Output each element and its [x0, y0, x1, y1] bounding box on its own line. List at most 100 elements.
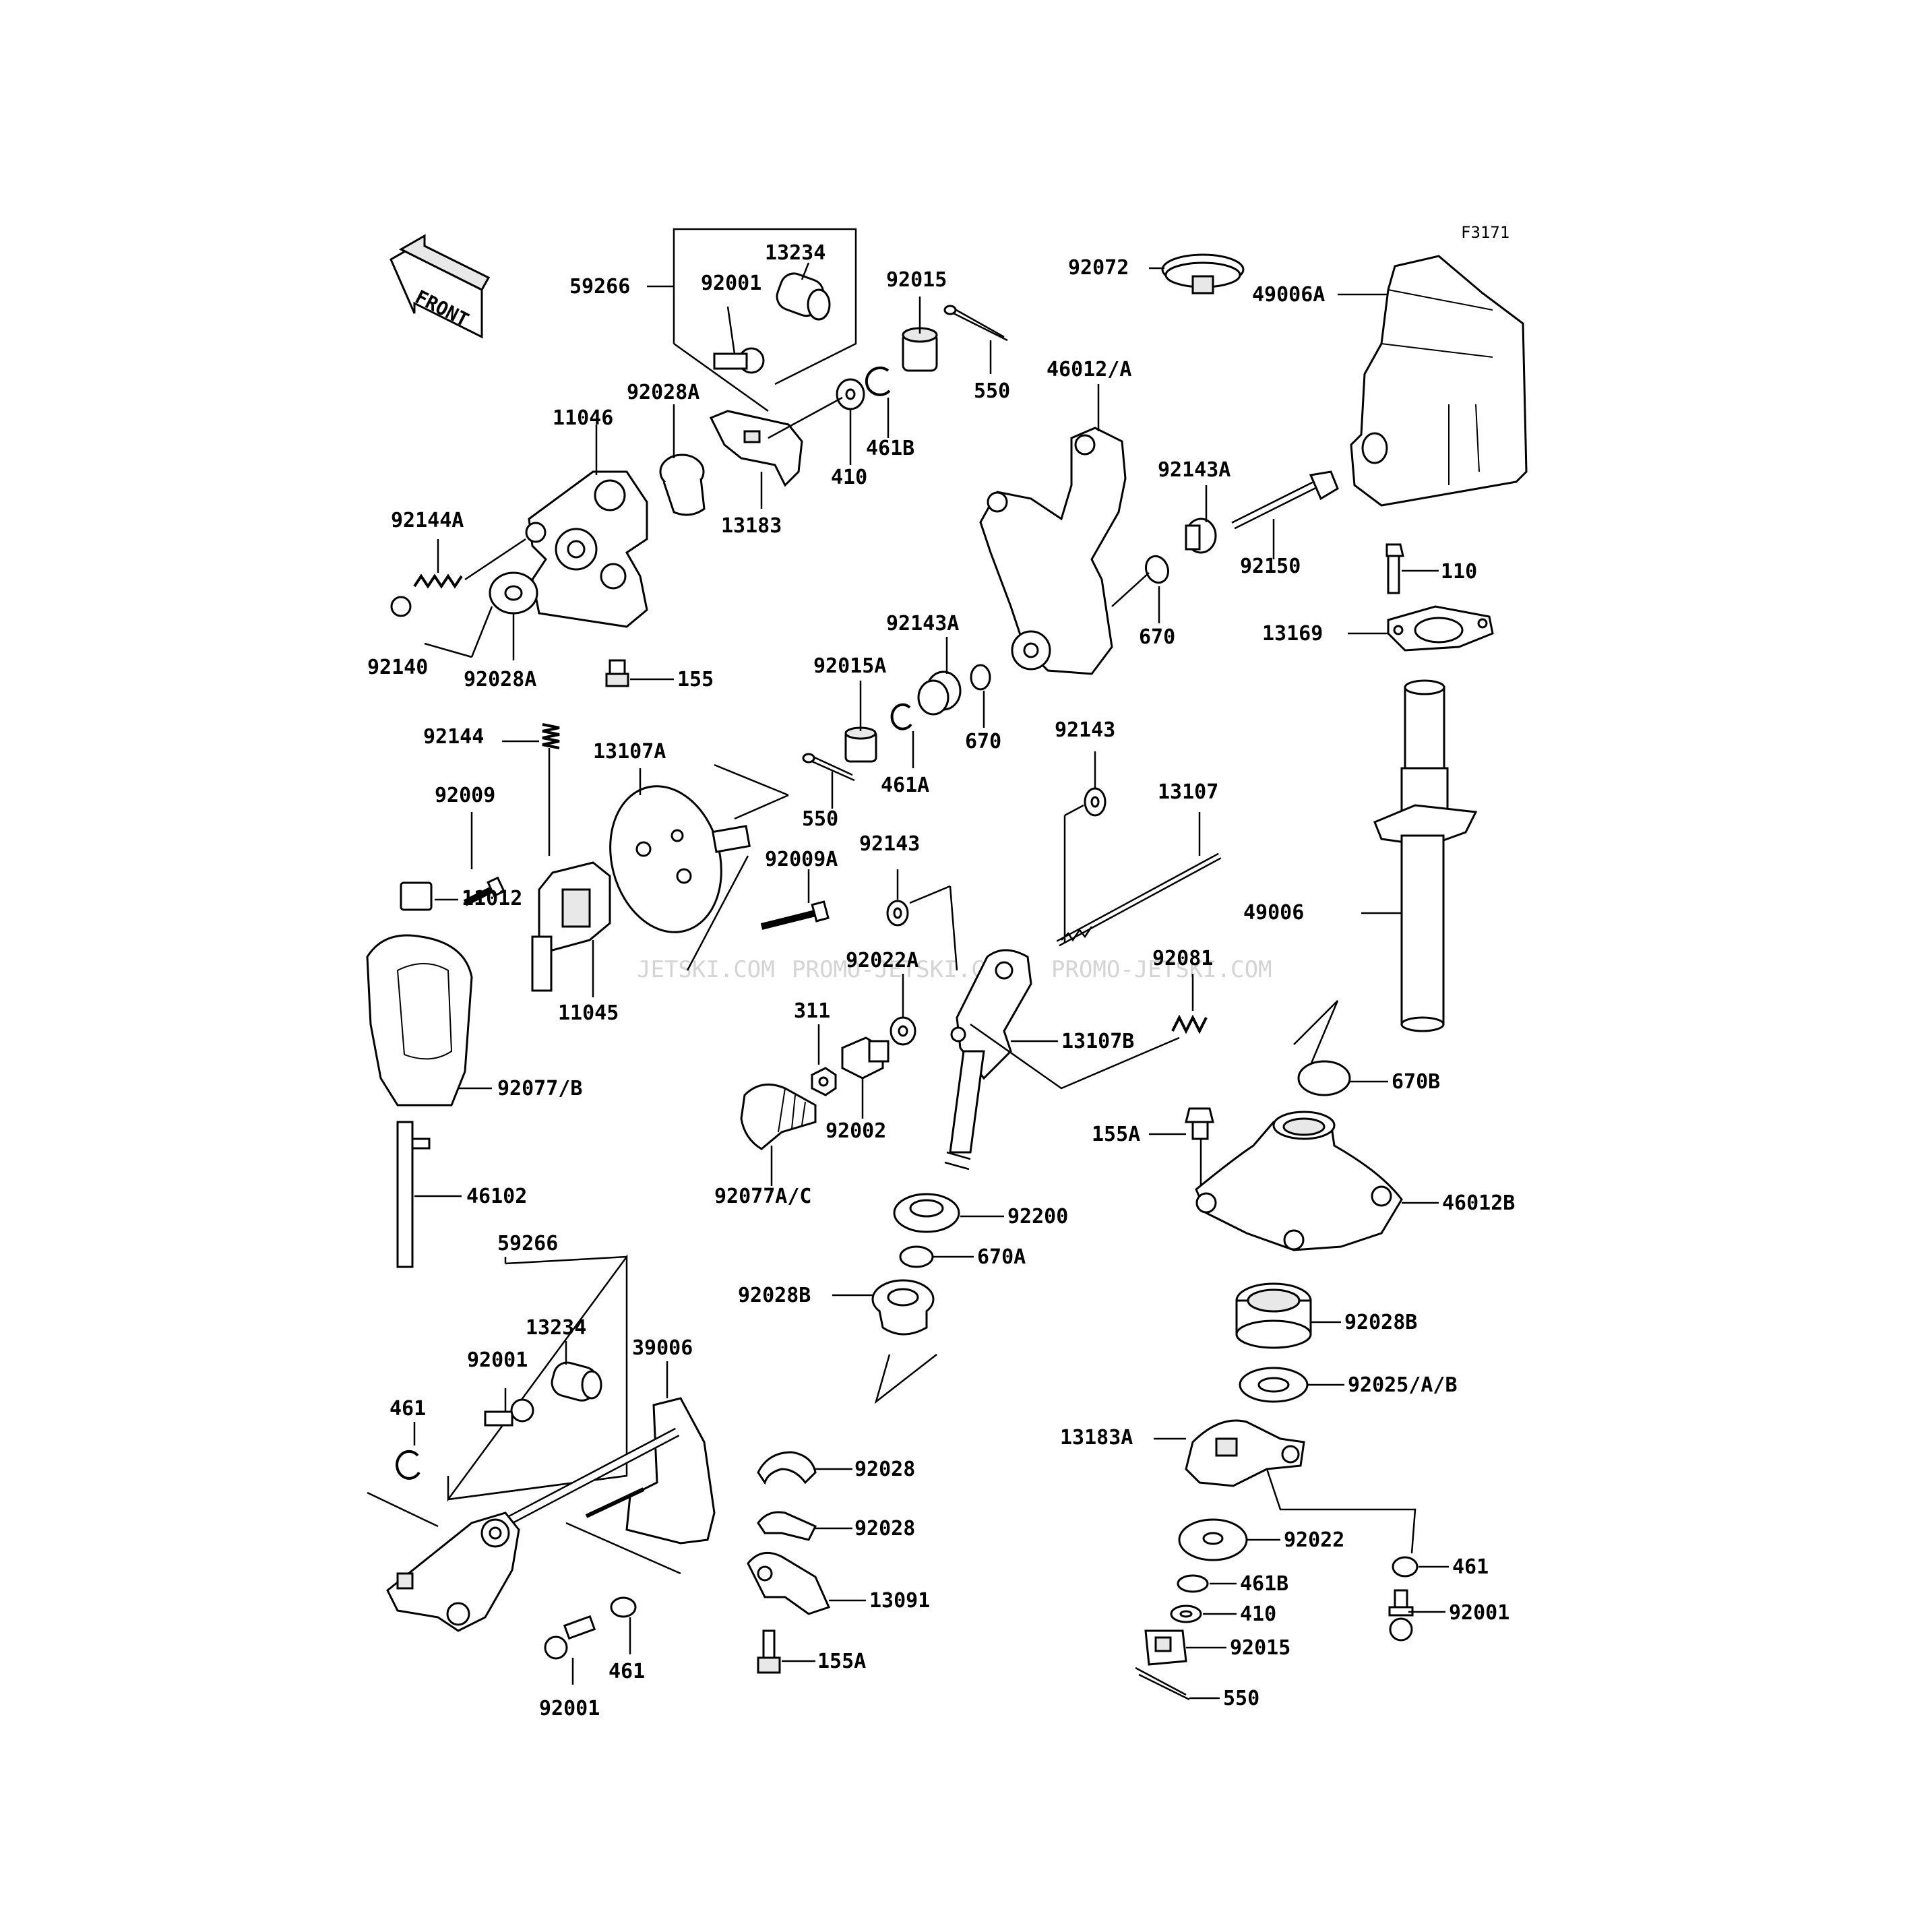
label-92009: 92009 — [435, 784, 495, 807]
clip-92028-a-part — [757, 1451, 852, 1485]
disc-13107A-part — [609, 764, 789, 971]
label-155A-bottom: 155A — [817, 1650, 866, 1673]
spring-92144-part — [502, 723, 560, 856]
label-461-bottom: 461 — [609, 1660, 645, 1683]
front-arrow-icon: FRONT — [389, 234, 491, 339]
circlip-461A-part — [890, 703, 914, 768]
label-13234-top: 13234 — [765, 241, 825, 265]
housing-11046-part — [525, 425, 648, 628]
label-92025AB: 92025/A/B — [1348, 1373, 1458, 1397]
label-59266-top: 59266 — [569, 275, 630, 299]
label-550-mid: 550 — [802, 807, 838, 831]
label-92143A-right: 92143A — [1158, 458, 1230, 482]
washer-410-part — [836, 378, 865, 465]
label-670B: 670B — [1392, 1070, 1440, 1094]
label-92028B-left: 92028B — [738, 1284, 811, 1307]
label-92028A-top: 92028A — [627, 381, 699, 404]
label-13107: 13107 — [1158, 780, 1218, 804]
label-92001-right: 92001 — [1449, 1601, 1509, 1625]
label-92028B-right: 92028B — [1344, 1311, 1417, 1334]
oring-670B-part — [1293, 1000, 1388, 1096]
boot-92077AC-part — [740, 1083, 817, 1186]
label-92001-mid: 92001 — [467, 1348, 528, 1372]
label-461A: 461A — [881, 774, 929, 797]
label-92144: 92144 — [423, 725, 484, 749]
rod-46102-part — [396, 1121, 462, 1268]
label-92015-top: 92015 — [886, 268, 947, 292]
label-550-bottom: 550 — [1223, 1687, 1259, 1710]
label-410-top: 410 — [831, 466, 867, 489]
arm-assembly-39006-part — [367, 1361, 716, 1632]
bushing-92143A-right-part — [1185, 485, 1217, 554]
label-110: 110 — [1441, 560, 1477, 584]
label-92028-b: 92028 — [854, 1517, 915, 1540]
washer-92022A-part — [890, 974, 916, 1046]
label-13183: 13183 — [721, 514, 782, 538]
pipe-49006-part — [1361, 679, 1478, 1032]
label-13107B: 13107B — [1061, 1030, 1134, 1053]
label-92001-bottom: 92001 — [539, 1697, 600, 1720]
housing-46012B-part — [1195, 1111, 1439, 1251]
bolt-155-part — [605, 659, 674, 687]
label-92140: 92140 — [367, 656, 428, 679]
bushing-92028B-right-part — [1235, 1282, 1341, 1349]
bolt-155A-bottom-part — [757, 1629, 815, 1674]
lever-13183A-part — [1154, 1419, 1416, 1554]
label-49006: 49006 — [1243, 901, 1304, 925]
plug-92002-part — [841, 1036, 890, 1119]
plate-11045-part — [531, 861, 611, 997]
label-461B-top: 461B — [866, 437, 914, 460]
cotter-pin-550-top-part — [943, 305, 1008, 374]
castle-nut-92015-part — [902, 297, 938, 372]
label-461-left: 461 — [389, 1397, 426, 1421]
label-11046: 11046 — [553, 406, 613, 430]
screw-92009A-part — [760, 869, 830, 930]
label-13107A: 13107A — [593, 740, 666, 764]
circlip-461B-top-part — [865, 366, 891, 438]
label-39006: 39006 — [632, 1336, 693, 1360]
castle-nut-92015-bottom-part — [1144, 1629, 1226, 1666]
washer-92028A-bottom-part — [424, 571, 538, 660]
group-59266-bottom — [447, 1254, 628, 1502]
bushing-92143-lower-part — [886, 869, 958, 971]
label-670-mid: 670 — [965, 730, 1001, 753]
joint-13234-part — [776, 262, 831, 321]
label-92143-upper: 92143 — [1055, 718, 1115, 742]
bracket-13091-part — [747, 1551, 866, 1615]
label-13091: 13091 — [869, 1589, 930, 1613]
washer-410-bottom-part — [1170, 1604, 1237, 1623]
label-92072: 92072 — [1068, 256, 1129, 280]
castle-nut-92015A-part — [844, 681, 877, 763]
ball-joint-92001-right-part — [1388, 1589, 1445, 1642]
label-92028-a: 92028 — [854, 1458, 915, 1481]
circlip-461-left-part — [396, 1422, 420, 1480]
clamp-92072-part — [1149, 253, 1245, 294]
bracket-46012A-part — [979, 384, 1127, 675]
gasket-13169-part — [1348, 605, 1494, 652]
label-92022A: 92022A — [846, 949, 918, 972]
lever-13183-part — [709, 396, 843, 509]
label-92015-bottom: 92015 — [1230, 1636, 1290, 1660]
circlip-461B-bottom-part — [1177, 1574, 1237, 1593]
bushing-92028A-top-part — [659, 404, 706, 516]
label-155: 155 — [677, 668, 714, 691]
label-461B-bottom: 461B — [1240, 1572, 1288, 1596]
screw-92009-part — [463, 812, 505, 906]
cotter-pin-550-bottom-part — [1135, 1666, 1220, 1701]
label-550-top: 550 — [974, 379, 1010, 403]
label-92077B: 92077/B — [497, 1077, 582, 1100]
label-92144A: 92144A — [391, 509, 464, 532]
label-92001-top: 92001 — [701, 272, 761, 295]
label-59266-bottom: 59266 — [497, 1232, 558, 1255]
label-11045: 11045 — [558, 1001, 619, 1025]
cotter-pin-550-mid-part — [802, 753, 855, 809]
boot-92077B-part — [366, 934, 492, 1107]
circlip-461-right-part — [1392, 1556, 1449, 1578]
oring-670-mid-part — [970, 664, 991, 728]
bushing-92143-upper-part — [1084, 751, 1107, 817]
label-410-bottom: 410 — [1240, 1602, 1276, 1626]
washer-92025-part — [1239, 1367, 1344, 1403]
label-92028A-bottom: 92028A — [464, 668, 536, 691]
label-92150: 92150 — [1240, 555, 1301, 578]
